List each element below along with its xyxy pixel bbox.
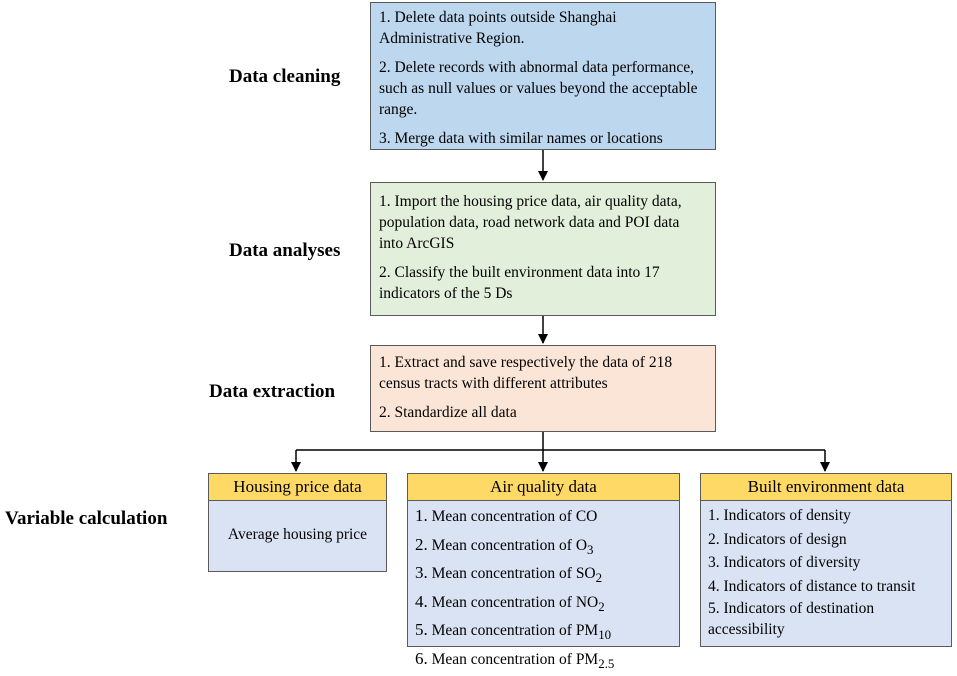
stage-label-calculation: Variable calculation (5, 508, 168, 529)
built-items: 1. Indicators of density 2. Indicators o… (701, 501, 951, 640)
cleaning-step-3: 3. Merge data with similar names or loca… (379, 130, 663, 147)
housing-panel-body: Average housing price (227, 526, 368, 543)
cleaning-step-2: 2. Delete records with abnormal data per… (379, 59, 698, 118)
housing-panel: Housing price data Average housing price (208, 473, 387, 572)
built-item: 3. Indicators of diversity (708, 554, 861, 571)
extraction-step-1: 1. Extract and save respectively the dat… (379, 354, 673, 392)
stage-label-cleaning: Data cleaning (229, 66, 341, 87)
air-item: 2. Mean concentration of O3 (415, 534, 594, 557)
built-item: 4. Indicators of distance to transit (708, 577, 916, 595)
cleaning-step-1: 1. Delete data points outside Shanghai A… (379, 9, 617, 47)
air-item: 5. Mean concentration of PM10 (415, 620, 612, 643)
analyses-step-1: 1. Import the housing price data, air qu… (379, 193, 682, 252)
extraction-box: 1. Extract and save respectively the dat… (370, 345, 716, 432)
air-item: 3. Mean concentration of SO2 (415, 563, 603, 586)
stage-label-analyses: Data analyses (229, 240, 341, 261)
built-item: 2. Indicators of design (708, 530, 847, 548)
air-item: 6. Mean concentration of PM2.5 (415, 648, 615, 672)
housing-panel-title: Housing price data (209, 474, 386, 501)
air-panel-title: Air quality data (408, 474, 679, 501)
built-panel-title: Built environment data (701, 474, 951, 501)
cleaning-box: 1. Delete data points outside Shanghai A… (370, 2, 716, 150)
air-panel: Air quality data 1. Mean concentration o… (407, 473, 680, 671)
air-items: 1. Mean concentration of CO 2. Mean conc… (408, 501, 679, 676)
analyses-step-2: 2. Classify the built environment data i… (379, 264, 660, 302)
built-panel: Built environment data 1. Indicators of … (700, 473, 952, 647)
flow-connectors (291, 150, 830, 472)
built-item: 1. Indicators of density (708, 507, 851, 524)
built-item: 5. Indicators of destination accessibili… (708, 600, 875, 638)
analyses-box: 1. Import the housing price data, air qu… (370, 182, 716, 316)
air-item: 1. Mean concentration of CO (415, 506, 598, 525)
air-item: 4. Mean concentration of NO2 (415, 591, 605, 614)
stage-label-extraction: Data extraction (209, 381, 336, 402)
extraction-step-2: 2. Standardize all data (379, 404, 517, 421)
